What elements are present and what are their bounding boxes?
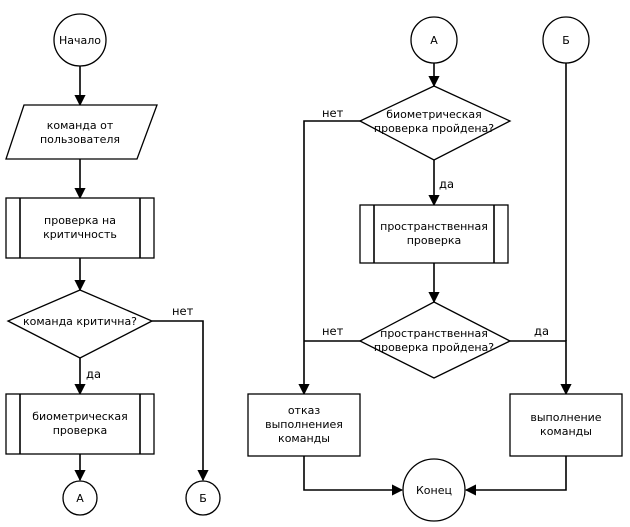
connector-a-right-label: А (430, 34, 438, 47)
biometric-passed-line-2: проверка пройдена? (374, 122, 494, 135)
biometric-passed-decision: биометрическая проверка пройдена? (358, 85, 512, 161)
biometric-yes-label: да (439, 177, 454, 191)
spatial-passed-line-1: пространственная (380, 327, 488, 340)
connector-b-left-label: Б (199, 492, 207, 505)
connector-b-right: Б (542, 16, 590, 64)
reject-line-1: отказ (288, 404, 321, 417)
biometric-passed-line-1: биометрическая (386, 108, 482, 121)
spatial-passed-decision: пространственная проверка пройдена? (358, 301, 512, 379)
reject-line-2: выполнениея (265, 418, 343, 431)
flow-lines (74, 63, 572, 496)
user-command-line-1: команда от (47, 119, 114, 132)
reject-node: отказ выполнениея команды (247, 393, 361, 457)
spatial-passed-line-2: проверка пройдена? (374, 341, 494, 354)
command-critical-label: команда критична? (23, 315, 137, 328)
biometric-check-line-1: биометрическая (32, 410, 128, 423)
connector-a-left: А (62, 480, 98, 516)
connector-b-left: Б (185, 480, 221, 516)
biometric-check-node: биометрическая проверка (5, 393, 155, 455)
connector-a-right: А (410, 16, 458, 64)
connector-b-right-label: Б (562, 34, 570, 47)
edge-spatial-yes (510, 340, 572, 396)
edge-decision-no (152, 320, 209, 482)
critical-yes-label: да (86, 367, 101, 381)
execute-line-1: выполнение (530, 411, 601, 424)
criticality-check-line-1: проверка на (44, 214, 116, 227)
spatial-no-label: нет (322, 324, 344, 338)
execute-line-2: команды (540, 425, 592, 438)
end-label: Конец (416, 484, 452, 497)
reject-line-3: команды (278, 432, 330, 445)
edge-execute-to-end (464, 456, 567, 496)
edge-biometric-no (298, 120, 362, 396)
command-critical-decision: команда критична? (6, 289, 154, 359)
spatial-yes-label: да (534, 324, 549, 338)
execute-node: выполнение команды (509, 393, 623, 457)
edge-reject-to-end (303, 456, 404, 496)
spatial-check-node: пространственная проверка (359, 204, 509, 264)
start-label: Начало (59, 34, 101, 47)
user-command-line-2: пользователя (40, 133, 120, 146)
end-node: Конец (402, 458, 466, 522)
start-node: Начало (53, 13, 107, 67)
critical-no-label: нет (172, 304, 194, 318)
criticality-check-node: проверка на критичность (5, 197, 155, 259)
criticality-check-line-2: критичность (43, 228, 117, 241)
spatial-check-line-1: пространственная (380, 220, 488, 233)
user-command-node: команда от пользователя (5, 104, 158, 160)
biometric-check-line-2: проверка (53, 424, 108, 437)
spatial-check-line-2: проверка (407, 234, 462, 247)
biometric-no-label: нет (322, 106, 344, 120)
connector-a-left-label: А (76, 492, 84, 505)
